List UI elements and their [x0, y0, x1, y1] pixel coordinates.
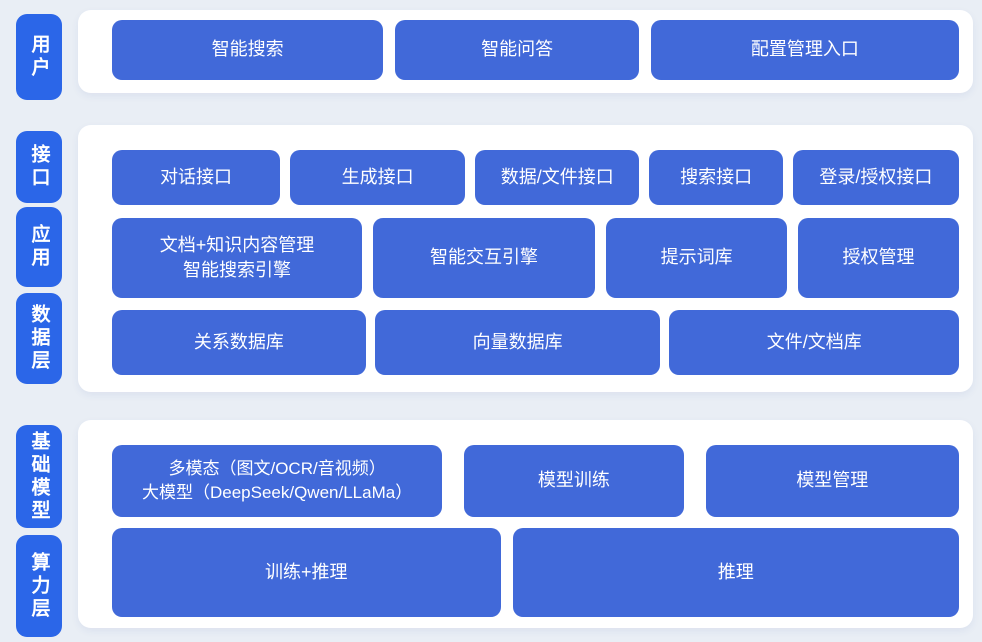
row-interfaces: 对话接口 生成接口 数据/文件接口 搜索接口 登录/授权接口	[112, 150, 959, 205]
row-data-stores: 关系数据库 向量数据库 文件/文档库	[112, 310, 960, 375]
button-relational-db: 关系数据库	[112, 310, 366, 375]
rail-middle-layers: 接口 应用 数据层	[16, 131, 62, 384]
rail-user-layer: 用户	[16, 14, 62, 100]
button-data-file-api: 数据/文件接口	[475, 150, 640, 205]
rail-label-compute-layer: 算力层	[16, 535, 62, 637]
button-training-inference: 训练+推理	[112, 528, 501, 617]
rail-label-foundation-model: 基础模型	[16, 425, 62, 528]
button-multimodal-llm: 多模态（图文/OCR/音视频） 大模型（DeepSeek/Qwen/LLaMa）	[112, 445, 443, 517]
row-user-entries: 智能搜索 智能问答 配置管理入口	[112, 20, 959, 80]
panel-user-layer: 智能搜索 智能问答 配置管理入口	[78, 10, 973, 93]
rail-label-application: 应用	[16, 207, 62, 287]
button-generation-api: 生成接口	[290, 150, 466, 205]
panel-middle-layers: 对话接口 生成接口 数据/文件接口 搜索接口 登录/授权接口 文档+知识内容管理…	[78, 125, 973, 392]
button-login-auth-api: 登录/授权接口	[792, 150, 959, 205]
rail-label-user: 用户	[16, 14, 62, 100]
button-search-api: 搜索接口	[649, 150, 783, 205]
button-auth-mgmt: 授权管理	[797, 218, 959, 298]
rail-foundation-layers: 基础模型 算力层	[16, 425, 62, 637]
button-smart-search: 智能搜索	[112, 20, 384, 80]
button-file-doc-store: 文件/文档库	[669, 310, 960, 375]
button-dialog-api: 对话接口	[112, 150, 281, 205]
button-inference: 推理	[512, 528, 959, 617]
panel-foundation-layers: 多模态（图文/OCR/音视频） 大模型（DeepSeek/Qwen/LLaMa）…	[78, 420, 973, 628]
rail-label-data-layer: 数据层	[16, 293, 62, 384]
section-middle-layers: 接口 应用 数据层 对话接口 生成接口 数据/文件接口 搜索接口 登录/授权接口…	[0, 125, 982, 392]
button-model-mgmt: 模型管理	[705, 445, 959, 517]
section-foundation-layers: 基础模型 算力层 多模态（图文/OCR/音视频） 大模型（DeepSeek/Qw…	[0, 420, 982, 637]
button-doc-knowledge-search-engine: 文档+知识内容管理 智能搜索引擎	[112, 218, 362, 298]
row-compute: 训练+推理 推理	[112, 528, 959, 617]
row-applications: 文档+知识内容管理 智能搜索引擎 智能交互引擎 提示词库 授权管理	[112, 218, 959, 298]
button-prompt-library: 提示词库	[606, 218, 787, 298]
button-model-training: 模型训练	[464, 445, 684, 517]
button-smart-interaction-engine: 智能交互引擎	[372, 218, 596, 298]
section-user-layer: 用户 智能搜索 智能问答 配置管理入口	[0, 10, 982, 100]
button-config-mgmt-entry: 配置管理入口	[650, 20, 959, 80]
button-smart-qa: 智能问答	[395, 20, 639, 80]
button-vector-db: 向量数据库	[374, 310, 661, 375]
rail-label-interface: 接口	[16, 131, 62, 203]
row-models: 多模态（图文/OCR/音视频） 大模型（DeepSeek/Qwen/LLaMa）…	[112, 445, 959, 517]
